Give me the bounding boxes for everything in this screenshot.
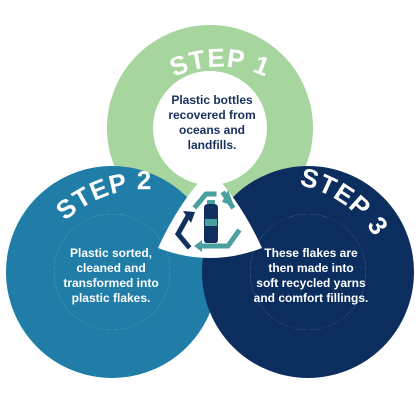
step-3-line: then made into [268, 261, 354, 275]
step-1-line: Plastic bottles [171, 93, 253, 107]
step-3-line: These flakes are [264, 246, 358, 260]
step-3-description: These flakes are then made into soft rec… [244, 246, 378, 306]
step-3-ring [202, 166, 414, 378]
step-3-line: soft recycled yarns [256, 276, 366, 290]
step-2-inner [54, 214, 170, 330]
step-1-line: landfills. [187, 138, 237, 152]
step-2-ring [6, 166, 218, 378]
step-2-line: cleaned and [76, 261, 146, 275]
step-1-line: recovered from [168, 108, 256, 122]
recycle-bottle-icon [174, 190, 242, 252]
step-3-inner [250, 214, 366, 330]
step-2-description: Plastic sorted, cleaned and transformed … [48, 246, 174, 306]
step-2-line: Plastic sorted, [69, 246, 153, 260]
step-3-line: and comfort fillings. [253, 291, 369, 305]
step-2-line: plastic flakes. [71, 291, 151, 305]
step-1-description: Plastic bottles recovered from oceans an… [152, 93, 272, 153]
step-1-line: oceans and [178, 123, 246, 137]
step-2-line: transformed into [63, 276, 159, 290]
step-1-inner [153, 71, 267, 185]
